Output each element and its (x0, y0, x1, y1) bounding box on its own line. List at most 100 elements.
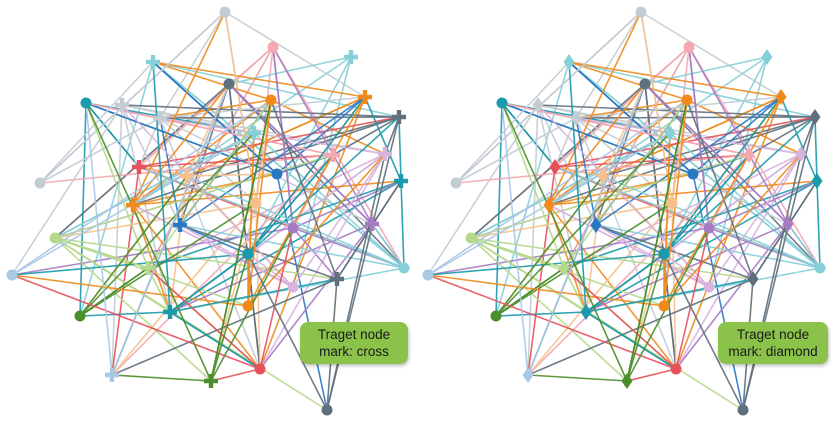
node-circle[interactable] (74, 310, 86, 322)
node-cross[interactable] (326, 148, 340, 162)
node-circle[interactable] (681, 94, 693, 106)
node-circle[interactable] (219, 6, 231, 18)
node-circle[interactable] (814, 262, 826, 274)
node-circle[interactable] (271, 168, 283, 180)
edge (752, 180, 818, 280)
edge (259, 227, 294, 370)
edge (644, 56, 768, 85)
edge (54, 237, 212, 382)
node-circle[interactable] (398, 262, 410, 274)
node-cross[interactable] (146, 55, 160, 69)
edge (427, 99, 688, 276)
edge (537, 104, 710, 288)
node-circle[interactable] (6, 269, 18, 281)
node-cross[interactable] (126, 198, 140, 212)
node-diamond[interactable] (782, 216, 794, 232)
node-cross[interactable] (173, 218, 187, 232)
node-cross[interactable] (358, 90, 372, 105)
node-circle[interactable] (450, 177, 462, 189)
node-circle[interactable] (80, 97, 92, 109)
node-diamond[interactable] (775, 89, 787, 105)
node-diamond[interactable] (809, 109, 821, 125)
node-circle[interactable] (265, 94, 277, 106)
edge (272, 46, 405, 269)
node-circle[interactable] (465, 232, 477, 244)
node-diamond[interactable] (743, 147, 755, 163)
node-circle[interactable] (49, 232, 61, 244)
node-circle[interactable] (703, 281, 715, 293)
edge (686, 99, 754, 280)
edge (563, 153, 802, 269)
edge (470, 202, 673, 239)
node-cross[interactable] (394, 174, 408, 188)
node-circle[interactable] (321, 404, 333, 416)
node-cross[interactable] (204, 374, 218, 388)
node-diamond[interactable] (563, 54, 575, 70)
node-diamond[interactable] (580, 304, 592, 320)
edge (568, 61, 782, 98)
node-circle[interactable] (687, 168, 699, 180)
node-circle[interactable] (287, 281, 299, 293)
node-circle[interactable] (639, 78, 651, 90)
node-cross[interactable] (141, 261, 155, 275)
node-circle[interactable] (683, 41, 695, 53)
edge (147, 99, 272, 269)
node-cross[interactable] (114, 98, 129, 113)
edge (228, 83, 405, 269)
node-diamond[interactable] (597, 168, 609, 184)
node-circle[interactable] (254, 363, 266, 375)
node-diamond[interactable] (747, 271, 759, 287)
node-diamond[interactable] (532, 97, 544, 113)
node-circle[interactable] (242, 248, 254, 260)
node-cross[interactable] (132, 160, 146, 174)
node-diamond[interactable] (664, 125, 676, 141)
edge (626, 253, 665, 382)
node-cross[interactable] (247, 126, 261, 140)
edge (292, 227, 338, 280)
edge (554, 117, 577, 168)
node-cross[interactable] (153, 111, 167, 126)
edge (79, 61, 154, 317)
node-circle[interactable] (635, 6, 647, 18)
node-diamond[interactable] (543, 197, 555, 213)
node-circle[interactable] (658, 248, 670, 260)
node-circle[interactable] (490, 310, 502, 322)
node-circle[interactable] (666, 197, 678, 209)
node-cross[interactable] (392, 110, 406, 125)
edge (85, 102, 212, 382)
edge (326, 153, 386, 411)
node-diamond[interactable] (761, 49, 773, 65)
node-cross[interactable] (378, 147, 392, 161)
node-circle[interactable] (223, 78, 235, 90)
node-diamond[interactable] (570, 110, 582, 126)
node-circle[interactable] (496, 97, 508, 109)
node-cross[interactable] (344, 50, 358, 64)
node-diamond[interactable] (522, 367, 534, 383)
node-diamond[interactable] (795, 146, 807, 162)
node-diamond[interactable] (811, 173, 823, 189)
node-cross[interactable] (180, 169, 194, 183)
node-circle[interactable] (737, 404, 749, 416)
node-circle[interactable] (658, 300, 670, 312)
node-circle[interactable] (250, 197, 262, 209)
edge (138, 117, 161, 168)
node-circle[interactable] (422, 269, 434, 281)
node-diamond[interactable] (558, 260, 570, 276)
node-circle[interactable] (703, 222, 715, 234)
node-circle[interactable] (34, 177, 46, 189)
node-diamond[interactable] (590, 217, 602, 233)
node-circle[interactable] (242, 300, 254, 312)
node-diamond[interactable] (549, 159, 561, 175)
node-circle[interactable] (287, 222, 299, 234)
node-diamond[interactable] (621, 373, 633, 389)
edge (138, 154, 334, 168)
edge (527, 154, 750, 376)
edge (595, 224, 754, 280)
node-cross[interactable] (163, 305, 177, 319)
node-circle[interactable] (670, 363, 682, 375)
node-cross[interactable] (105, 368, 120, 382)
edge (210, 99, 272, 382)
node-cross[interactable] (365, 217, 379, 231)
node-circle[interactable] (267, 41, 279, 53)
node-cross[interactable] (330, 272, 344, 286)
